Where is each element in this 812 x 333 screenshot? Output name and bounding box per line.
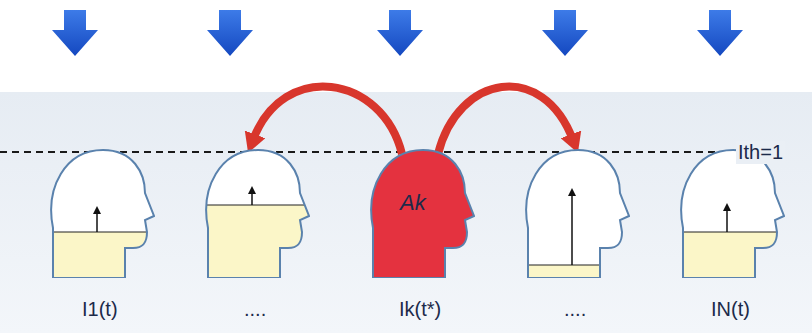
input-arrows — [52, 10, 743, 56]
influence-arrow — [253, 87, 402, 154]
head-caption: IN(t) — [711, 298, 750, 321]
head-node: .... — [200, 148, 310, 328]
active-head: AkIk(t*) — [365, 148, 475, 328]
head-node: .... — [520, 148, 630, 328]
head-outline — [520, 148, 630, 278]
head-outline — [45, 148, 155, 278]
head-caption: Ik(t*) — [399, 298, 441, 321]
head-node: IN(t) — [675, 148, 785, 328]
background-panel — [0, 92, 812, 333]
head-node: I1(t) — [45, 148, 155, 328]
head-caption: I1(t) — [82, 298, 118, 321]
head-outline — [675, 148, 785, 278]
head-label: Ak — [400, 190, 426, 216]
head-caption: .... — [244, 298, 266, 321]
threshold-label: Ith=1 — [736, 141, 785, 164]
influence-arrow — [438, 87, 573, 154]
head-caption: .... — [564, 298, 586, 321]
head-outline — [200, 148, 310, 278]
